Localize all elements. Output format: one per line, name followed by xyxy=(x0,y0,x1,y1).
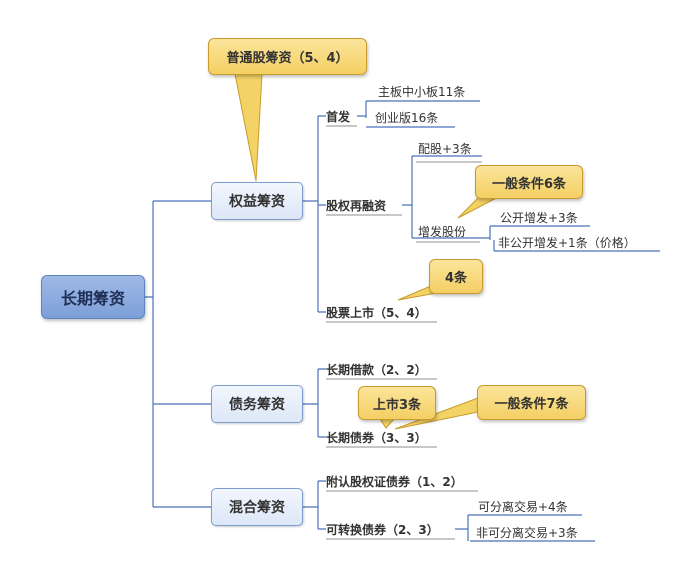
equity-node[interactable]: 权益筹资 xyxy=(211,182,303,220)
seo-public-item[interactable]: 公开增发+3条 xyxy=(500,210,578,225)
debt-node[interactable]: 债务筹资 xyxy=(211,385,303,423)
listing-callout: 4条 xyxy=(429,259,483,294)
bond-listing-callout: 上市3条 xyxy=(358,386,436,420)
warrant-bond-node[interactable]: 附认股权证债券（1、2） xyxy=(326,474,463,489)
bond-general-callout: 一般条件7条 xyxy=(477,385,586,420)
root-node[interactable]: 长期筹资 xyxy=(41,275,145,319)
ipo-node[interactable]: 首发 xyxy=(326,109,351,124)
refinance-node[interactable]: 股权再融资 xyxy=(326,198,387,213)
separable-trade-item[interactable]: 可分离交易+4条 xyxy=(478,499,568,514)
hybrid-node[interactable]: 混合筹资 xyxy=(211,488,303,526)
seo-callout: 一般条件6条 xyxy=(475,165,583,199)
ipo-growth-board[interactable]: 创业版16条 xyxy=(375,110,439,125)
long-term-loan-node[interactable]: 长期借款（2、2） xyxy=(326,362,427,377)
seo-private-item[interactable]: 非公开增发+1条（价格） xyxy=(498,235,636,250)
listing-node[interactable]: 股票上市（5、4） xyxy=(326,305,427,320)
seo-node[interactable]: 增发股份 xyxy=(418,224,467,239)
non-separable-trade-item[interactable]: 非可分离交易+3条 xyxy=(476,525,578,540)
convertible-bond-node[interactable]: 可转换债券（2、3） xyxy=(326,522,439,537)
long-term-bond-node[interactable]: 长期债券（3、3） xyxy=(326,430,427,445)
equity-callout: 普通股筹资（5、4） xyxy=(208,38,367,75)
ipo-main-board[interactable]: 主板中小板11条 xyxy=(378,84,466,99)
rights-issue-item[interactable]: 配股+3条 xyxy=(418,141,472,156)
